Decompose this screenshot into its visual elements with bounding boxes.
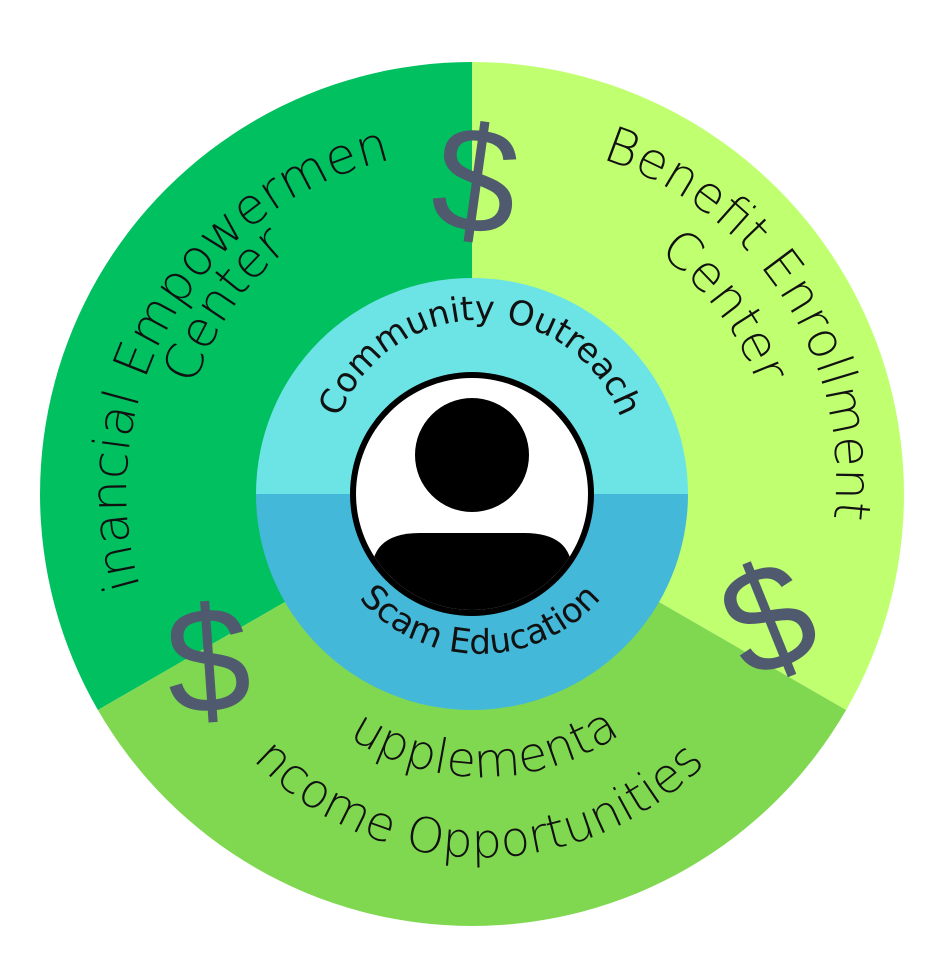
person-avatar-icon — [350, 372, 594, 616]
dollar-sign-icon: $ — [161, 573, 256, 746]
